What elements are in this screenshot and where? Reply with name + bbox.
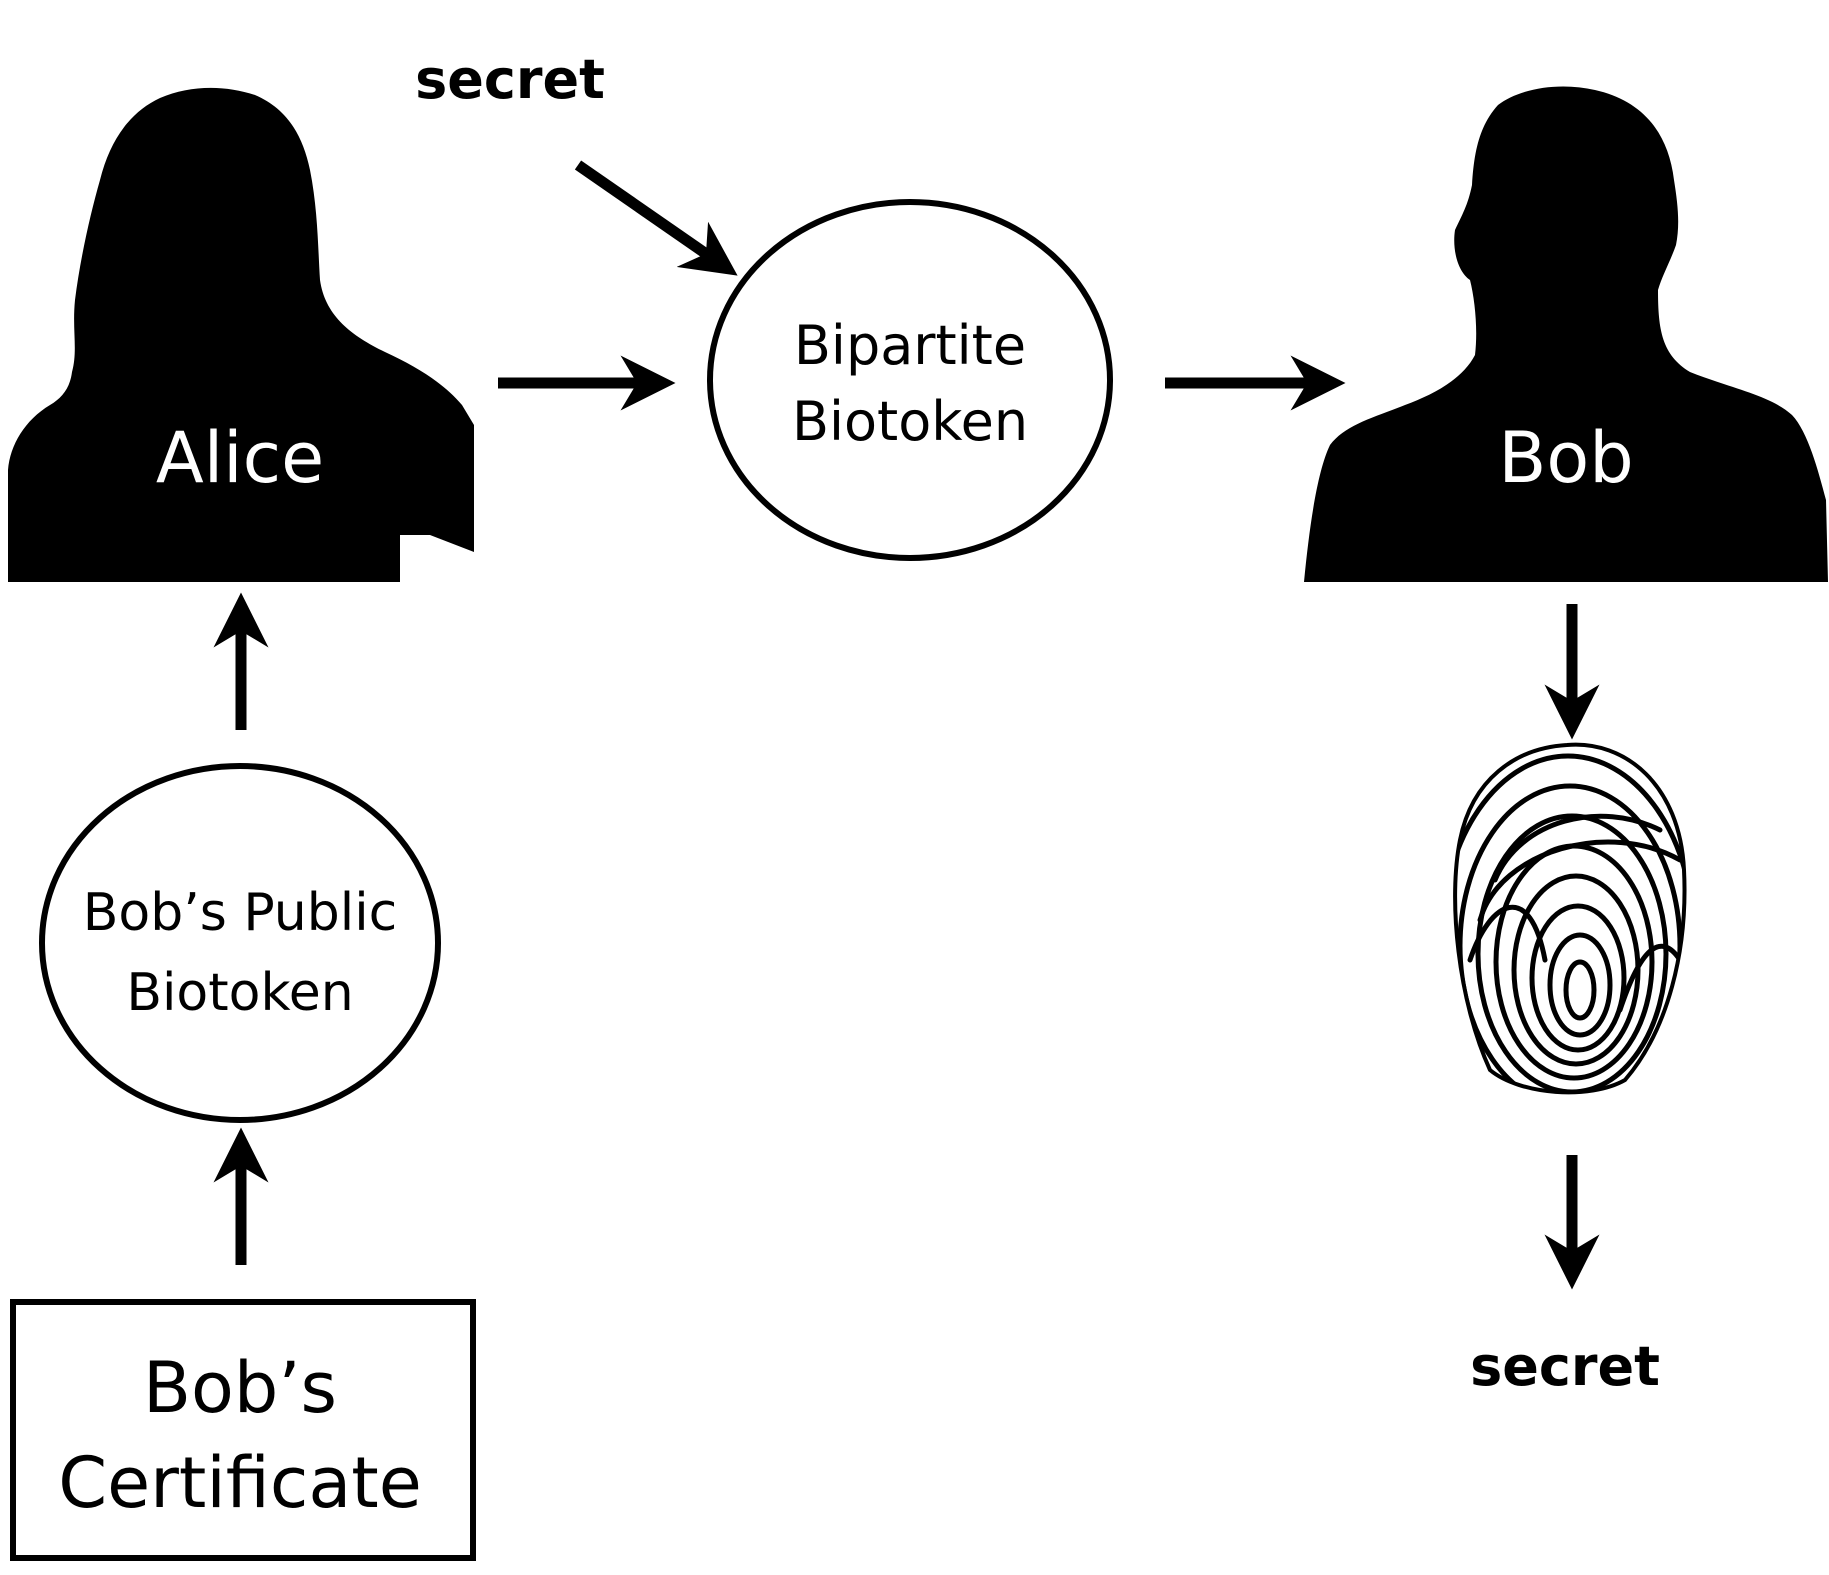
certificate-label-line2: Certificate [58, 1442, 422, 1524]
secret-bottom-label: secret [1470, 1335, 1660, 1398]
fingerprint-icon [1453, 742, 1687, 1095]
public-biotoken-label-line2: Biotoken [126, 963, 353, 1023]
certificate-box [10, 1299, 476, 1561]
alice-label: Alice [156, 417, 324, 499]
secret-top-label: secret [415, 48, 605, 111]
bipartite-label-line2: Biotoken [792, 390, 1028, 453]
bob-label: Bob [1498, 417, 1633, 499]
alice-silhouette-icon [8, 87, 474, 583]
bob-silhouette-icon [1304, 86, 1828, 582]
public-biotoken-node [39, 763, 441, 1123]
public-biotoken-label-line1: Bob’s Public [83, 883, 398, 943]
certificate-label-line1: Bob’s [143, 1347, 337, 1429]
arrow-secret-to-bipartite [574, 160, 738, 276]
bipartite-label-line1: Bipartite [794, 314, 1026, 377]
bipartite-biotoken-node [707, 199, 1113, 561]
